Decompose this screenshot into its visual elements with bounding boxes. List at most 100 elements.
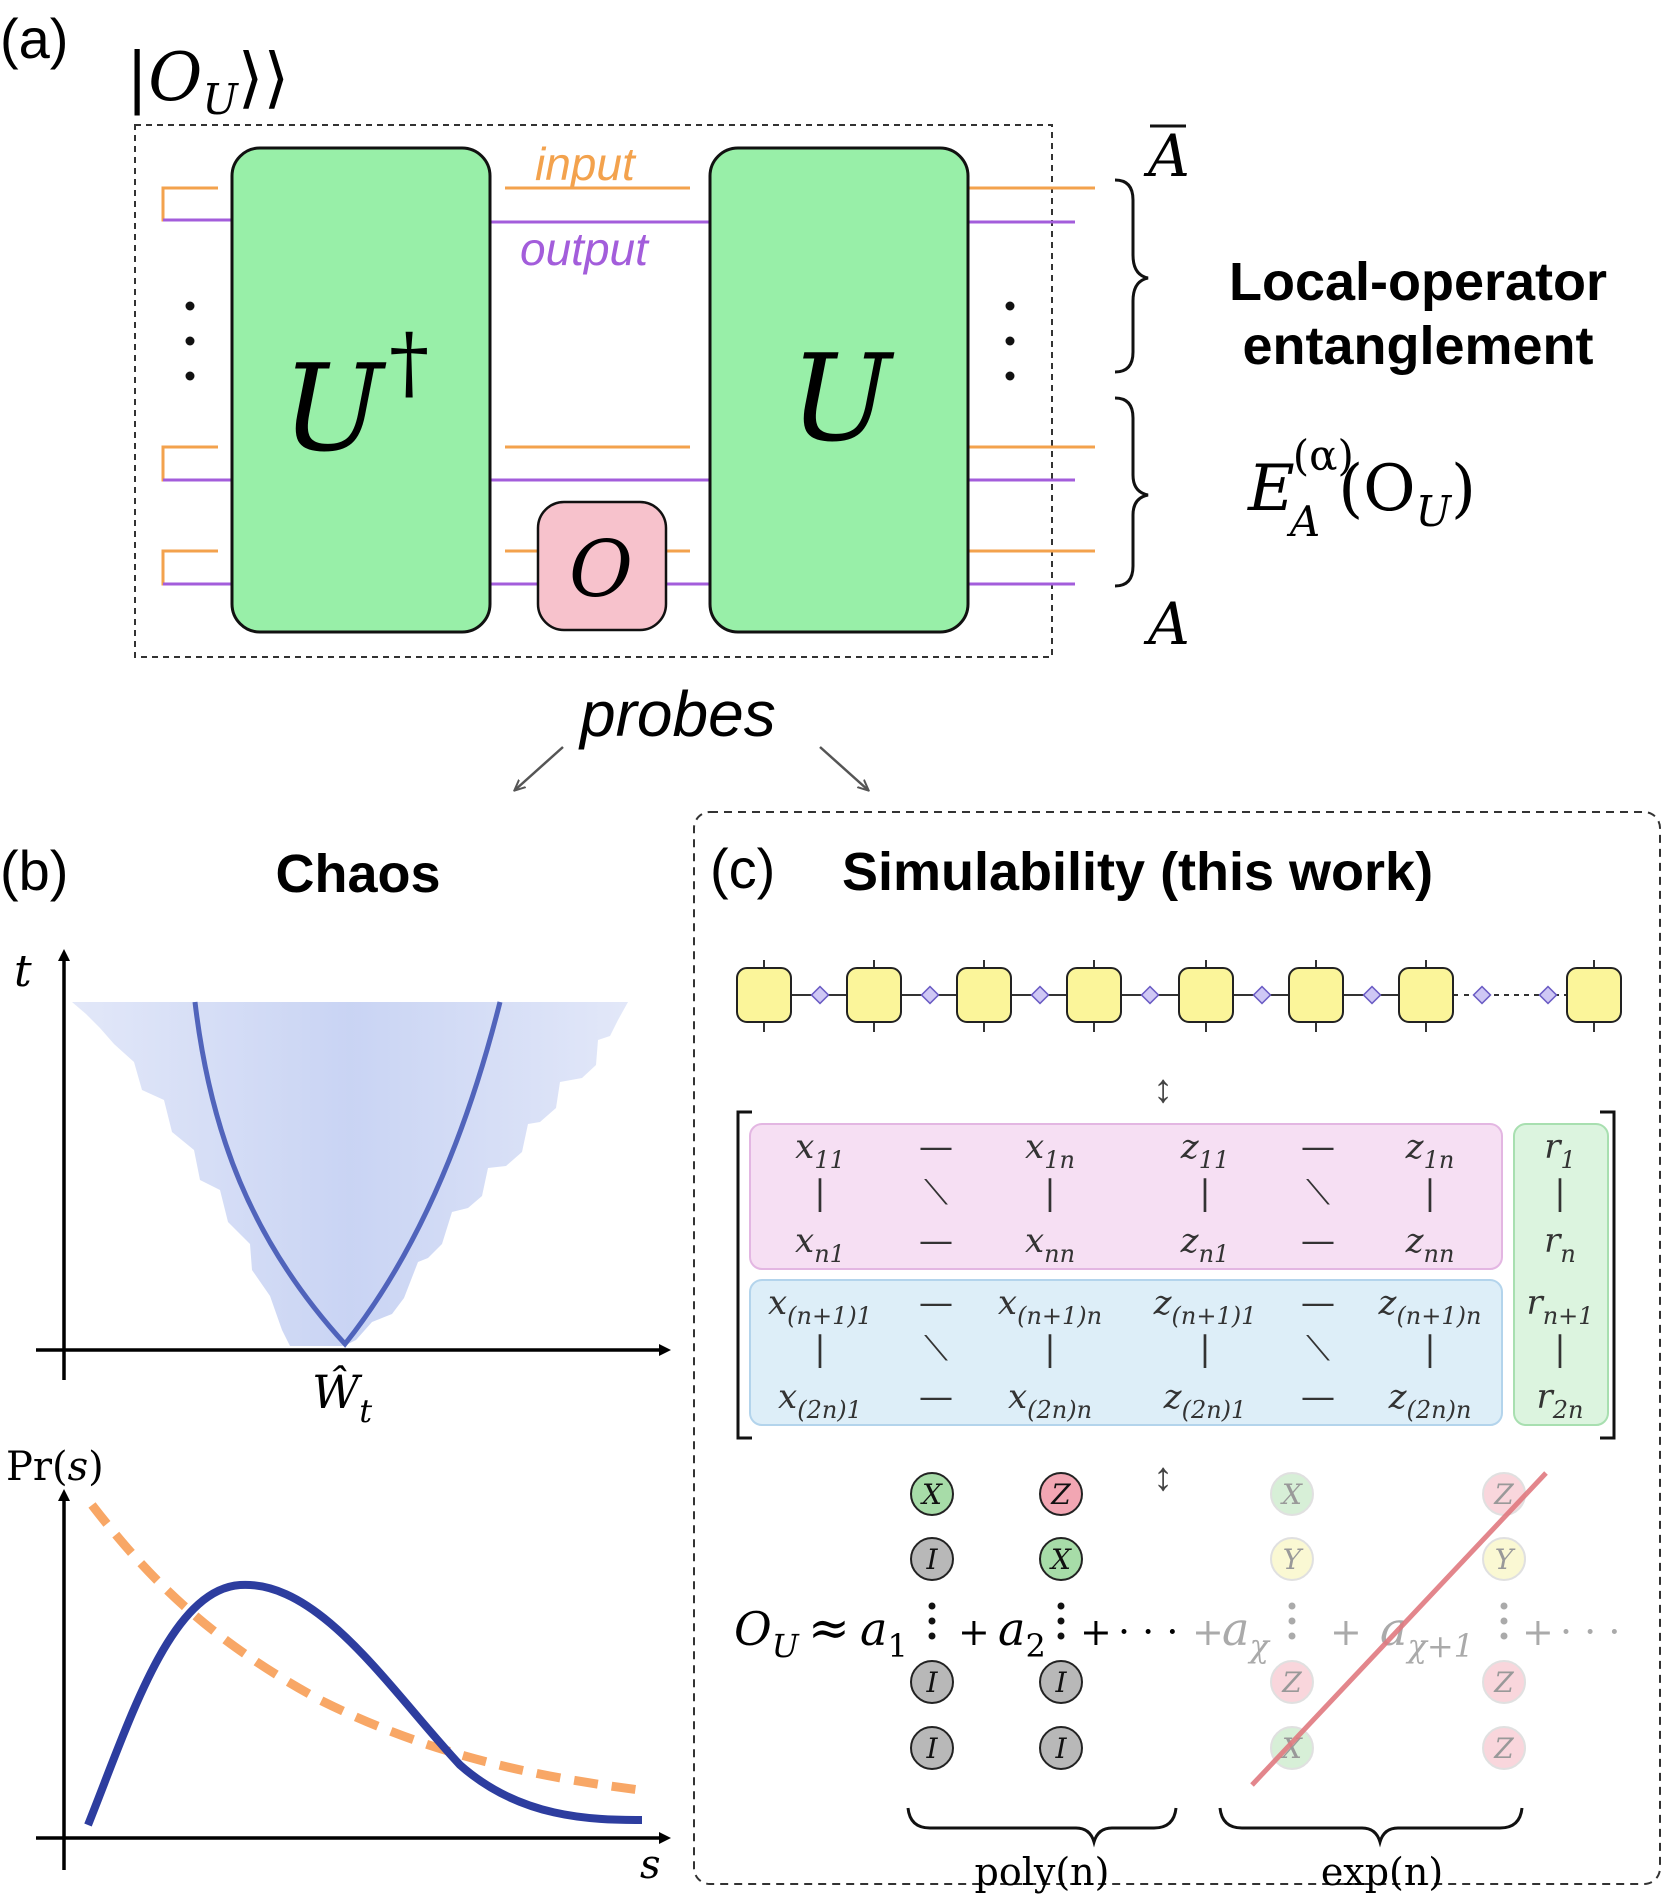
pauli-z-bubble [1482,1726,1526,1770]
tableau-bottom-cell: — [919,1283,953,1323]
mps-tensor [1566,967,1622,1023]
mps-bond-diamond [810,985,830,1005]
pauli-i-bubble [1039,1660,1083,1704]
pauli-vdot [1057,1632,1065,1640]
tableau-top-cell: | [1424,1173,1435,1213]
pauli-letter: I [925,1666,938,1699]
u-gate [708,146,970,634]
phase-cell: | [1554,1329,1565,1369]
s-axis-label: s [640,1842,661,1888]
panel-c-label: (c) [710,837,775,900]
tableau-bottom-cell: — [1301,1283,1335,1323]
loe-title-line1: Local-operator [1229,252,1607,312]
u-label: U [790,330,895,469]
pauli-y-bubble [1270,1537,1314,1581]
tableau-top-cell: x1n [1025,1127,1075,1174]
pauli-x-bubble [1270,1726,1314,1770]
pauli-letter: Z [1493,1732,1514,1765]
tableau-bottom-cell: | [1424,1329,1435,1369]
tableau-top-cell: — [919,1127,953,1167]
eq-plus-3: + [1192,1610,1224,1654]
pauli-vdot [1500,1617,1508,1625]
tableau-top-cell: xn1 [795,1221,845,1268]
mps-bond-diamond [1030,985,1050,1005]
probes-arrow-right [819,746,868,790]
tableau-top-cell: | [1044,1173,1055,1213]
eq-achi1: aχ+1 [1380,1602,1474,1665]
pauli-x-bubble [1039,1537,1083,1581]
pauli-z-bubble [1482,1660,1526,1704]
chaos-title: Chaos [275,844,440,904]
pauli-letter: X [1280,1478,1303,1511]
output-label: output [520,223,650,275]
probes-label: probes [578,678,776,750]
mps-bond-diamond [920,985,940,1005]
tableau-top-cell: znn [1405,1221,1455,1268]
phase-column-block [1513,1123,1609,1426]
tableau-top-cell: | [814,1173,825,1213]
phase-cell: | [1554,1173,1565,1213]
pauli-letter: Y [1283,1543,1304,1576]
panel-a-label: (a) [0,7,68,70]
mps-tensor [846,967,902,1023]
tableau-bottom-cell: z(2n)1 [1163,1377,1247,1424]
eq-plus-5: + [1522,1610,1554,1654]
tableau-bottom-cell: — [919,1377,953,1417]
tableau-bottom-cell: ⟍ [1306,1329,1330,1369]
pauli-y-bubble [1482,1537,1526,1581]
u-dagger-label: U† [282,316,429,479]
pauli-letter: I [925,1543,938,1576]
u-dagger-gate [230,146,492,634]
eq-plus-2: + [1080,1610,1112,1654]
panel-a: (a) |OU⟩⟩ [0,7,1607,790]
eq-plus-4: + [1330,1610,1362,1654]
panel-c-frame [693,811,1661,1885]
pauli-vdot [928,1617,936,1625]
w-axis-label: Ŵt [312,1364,372,1430]
exp-brace [1218,1807,1524,1848]
eq-a1: a1 [860,1602,908,1665]
tableau-bottom-cell: z(n+1)1 [1153,1283,1257,1330]
tableau-bottom-cell: — [1301,1377,1335,1417]
eq-achi: aχ [1222,1602,1270,1665]
pauli-vdot [1057,1602,1065,1610]
region-a-bar-label: A [1143,122,1190,190]
tableau-top-cell: ⟍ [1306,1173,1330,1213]
pauli-vdot [1500,1602,1508,1610]
matrix-bracket-left [736,1110,752,1440]
panel-b-label: (b) [0,839,68,902]
eq-a2: a2 [998,1602,1046,1665]
t-axis-label: t [14,946,32,997]
right-vdots [1005,301,1015,381]
tableau-bottom-cell: z(n+1)n [1378,1283,1482,1330]
operator-o-label: O [569,525,633,615]
mps-tensor [736,967,792,1023]
tableau-top-cell: ⟍ [924,1173,948,1213]
ket-label: |OU⟩⟩ [126,39,289,124]
tableau-top-cell: — [1301,1221,1335,1261]
loe-formula: E(α)A(OU) [1247,431,1476,546]
tableau-top-cell: z1n [1405,1127,1455,1174]
pauli-i-bubble [1039,1726,1083,1770]
mps-chain [736,960,1622,1032]
pauli-vdot [1288,1617,1296,1625]
tableau-top-block [749,1123,1503,1270]
tableau-top-cell: — [1301,1127,1335,1167]
region-a-label: A [1143,590,1190,658]
matrix-bracket-right [1600,1110,1616,1440]
phase-cell: rn [1544,1221,1576,1268]
pauli-vdot [928,1602,936,1610]
wigner-dyson-curve [84,1580,643,1827]
mps-bond-diamond [1362,985,1382,1005]
pauli-z-bubble [1270,1660,1314,1704]
poisson-curve [88,1502,641,1795]
left-vdots [185,301,195,381]
mps-tensor [1178,967,1234,1023]
tableau-bottom-cell: x(2n)n [1008,1377,1092,1424]
tableau-top-cell: zn1 [1180,1221,1230,1268]
panel-b: (b) Chaos t Ŵt Pr(s) s [0,839,671,1888]
tableau-top-cell: z11 [1180,1127,1229,1174]
pauli-letter: Z [1050,1478,1071,1511]
